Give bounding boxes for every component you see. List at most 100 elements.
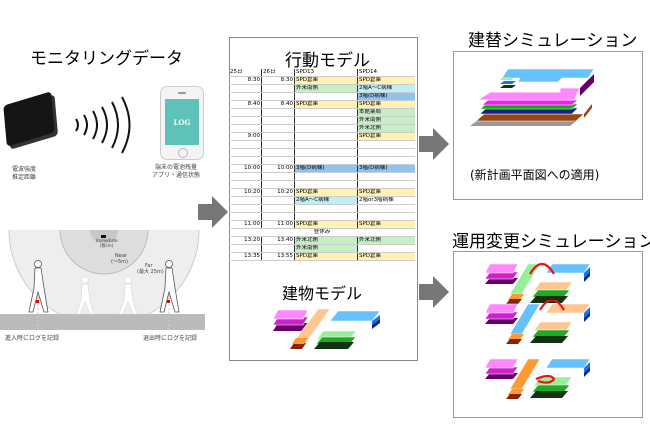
schedule-cell-c4 — [357, 212, 415, 221]
schedule-cell-c4: 外来北側 — [357, 236, 415, 245]
schedule-cell-c4 — [357, 204, 415, 213]
schedule-cell-c2 — [261, 132, 295, 141]
schedule-row: 本館薬局 — [229, 108, 415, 117]
beacon-caption-2: 推定距離 — [12, 174, 37, 181]
schedule-cell-c1 — [229, 156, 262, 165]
schedule-cell-c3: 2階A〜C病棟 — [294, 196, 358, 205]
schedule-cell-c3 — [294, 124, 358, 133]
schedule-cell-c1: 10:00 — [229, 164, 262, 173]
header-person1: SPD13 — [294, 69, 358, 77]
zone-far-label: Far — [145, 263, 153, 269]
schedule-cell-c3 — [294, 108, 358, 117]
schedule-cell-c1 — [229, 124, 262, 133]
schedule-cell-c4: 3階(D病棟) — [357, 164, 415, 173]
schedule-cell-c1: 10:20 — [229, 188, 262, 197]
zone-far-range: (最大 25m) — [137, 269, 164, 275]
walking-person-icon — [159, 260, 180, 313]
beacon-device-icon — [3, 91, 55, 147]
rebuild-simulation-title: 建替シミュレーション — [468, 31, 638, 51]
building-floor-stack-icon — [272, 308, 381, 349]
rebuild-simulation-caption: (新計画平面図への適用) — [470, 168, 600, 182]
schedule-cell-c3: SPD倉庫 — [294, 220, 358, 229]
signal-waves-icon — [75, 96, 131, 154]
schedule-cell-c3 — [294, 92, 358, 101]
schedule-row — [229, 212, 415, 221]
schedule-cell-c4 — [357, 244, 415, 253]
schedule-cell-c2: 10:20 — [261, 188, 295, 197]
schedule-cell-c2 — [261, 212, 295, 221]
operation-scenario-1-icon — [484, 262, 591, 304]
schedule-cell-c1 — [229, 196, 262, 205]
zone-immediate-label: Immediate — [96, 238, 118, 243]
schedule-cell-c2 — [261, 148, 295, 157]
schedule-cell-c3: 外来北側 — [294, 236, 358, 245]
schedule-row: 外来北側 — [229, 124, 415, 133]
schedule-cell-c1 — [229, 204, 262, 213]
schedule-cell-c2 — [261, 140, 295, 149]
schedule-cell-c4: SPD倉庫 — [357, 100, 415, 109]
schedule-cell-c2 — [261, 92, 295, 101]
schedule-cell-c1 — [229, 108, 262, 117]
app-screen: LOG — [165, 99, 199, 145]
schedule-cell-c1 — [229, 172, 262, 181]
schedule-row — [229, 204, 415, 213]
zone-immediate-range: (数cm) — [100, 243, 114, 248]
schedule-cell-c2 — [261, 172, 295, 181]
schedule-cell-c4: 外来南側 — [357, 116, 415, 125]
schedule-cell-c3: SPD倉庫 — [294, 100, 358, 109]
schedule-cell-c1: 8:40 — [229, 100, 262, 109]
schedule-cell-c4 — [357, 156, 415, 165]
schedule-cell-c3 — [294, 156, 358, 165]
schedule-cell-c1 — [229, 84, 262, 93]
schedule-cell-c4: SPD倉庫 — [357, 132, 415, 141]
schedule-cell-c1: 13:35 — [229, 252, 262, 261]
header-person2: SPD14 — [357, 69, 415, 77]
schedule-cell-c3: 外来南側 — [294, 84, 358, 93]
schedule-cell-c1: 13:20 — [229, 236, 262, 245]
header-day2: 26日 — [261, 69, 295, 77]
schedule-row — [229, 156, 415, 165]
schedule-cell-c1: 11:00 — [229, 220, 262, 229]
schedule-cell-c1 — [229, 116, 262, 125]
schedule-row — [229, 172, 415, 181]
flow-arrow-icon — [419, 128, 449, 160]
header-day1: 25日 — [229, 69, 262, 77]
schedule-cell-c3: 外来南側 — [294, 244, 358, 253]
schedule-cell-c4: SPD倉庫 — [357, 252, 415, 261]
schedule-cell-c1 — [229, 92, 262, 101]
building-model-title: 建物モデル — [282, 284, 363, 303]
schedule-cell-c2 — [261, 244, 295, 253]
smartphone-icon: LOG — [160, 86, 204, 160]
schedule-cell-c4: 本館薬局 — [357, 108, 415, 117]
schedule-cell-c4: 2階or3階病棟 — [357, 196, 415, 205]
beacon-caption-1: 電波強度 — [12, 166, 37, 173]
schedule-cell-c4: 外来北側 — [357, 124, 415, 133]
schedule-cell-c2 — [261, 108, 295, 117]
rebuild-floor-stack-icon — [470, 68, 595, 126]
walking-person-icon — [28, 260, 49, 313]
schedule-cell-c4: SPD倉庫 — [357, 188, 415, 197]
schedule-row: 外来南側 — [229, 244, 415, 253]
operation-simulation-title: 運用変更シミュレーション — [452, 232, 650, 252]
schedule-cell-c2 — [261, 116, 295, 125]
zone-near-range: (〜5m) — [111, 259, 128, 265]
operation-scenario-3-icon — [484, 358, 591, 399]
schedule-cell-c4 — [357, 172, 415, 181]
schedule-cell-c4: SPD倉庫 — [357, 76, 415, 85]
schedule-cell-c2 — [261, 204, 295, 213]
schedule-cell-c2 — [261, 156, 295, 165]
schedule-cell-c1 — [229, 212, 262, 221]
app-logo: LOG — [173, 117, 191, 127]
beacon-range-diagram — [0, 230, 205, 330]
schedule-row — [229, 148, 415, 157]
schedule-cell-c1 — [229, 140, 262, 149]
phone-caption-1: 端末の電池残量 — [155, 164, 198, 171]
schedule-cell-c1 — [229, 244, 262, 253]
